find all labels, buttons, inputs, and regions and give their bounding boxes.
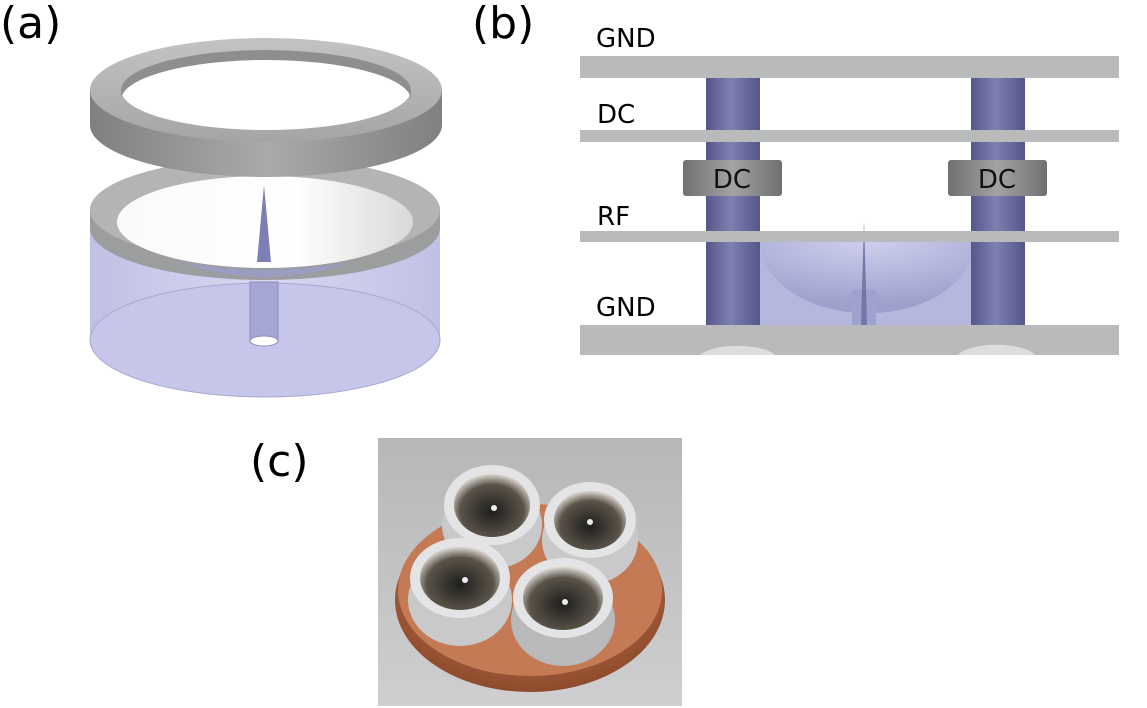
needle-electrode: [257, 185, 271, 262]
dc-spacer-right-label: DC: [978, 165, 1016, 195]
needle-electrode-b: [861, 220, 867, 325]
trap-cup-bottom-left: [408, 538, 512, 646]
trap-cylinder: [89, 158, 441, 398]
layer-label-gnd-top: GND: [596, 24, 656, 54]
rod-left: [706, 78, 760, 328]
dc-spacer-left-label: DC: [713, 165, 751, 195]
panel-label-a: (a): [0, 0, 62, 49]
panel-label-c: (c): [250, 436, 309, 487]
upper-ring-electrode: [90, 38, 442, 177]
trap-cup-bottom-right: [511, 558, 615, 666]
dc-spacer-left: [683, 160, 782, 196]
layer-label-dc: DC: [597, 100, 635, 130]
plate-rf: [580, 231, 1119, 242]
layer-label-gnd-bottom: GND: [596, 293, 656, 323]
rf-dome: [760, 241, 975, 314]
rod-right: [971, 78, 1025, 328]
panel-a-illustration: [89, 38, 442, 398]
plate-gnd-bottom: [580, 325, 1119, 355]
layer-label-rf: RF: [597, 202, 630, 232]
panel-c-photo: [378, 438, 682, 706]
panel-b-cross-section: DC DC GND DC RF GND: [580, 24, 1119, 355]
panel-label-b: (b): [472, 0, 535, 49]
dc-spacer-right: [948, 160, 1047, 196]
plate-dc: [580, 130, 1119, 142]
plate-gnd-top: [580, 56, 1119, 78]
